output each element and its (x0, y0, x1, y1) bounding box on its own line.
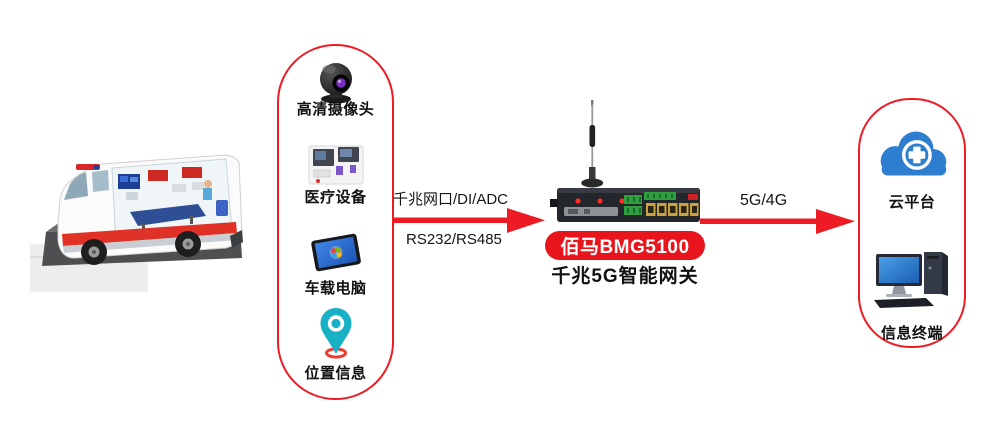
vehicle-devices-panel: 高清摄像头 医疗设备 (277, 44, 394, 400)
gateway-subtitle: 千兆5G智能网关 (551, 266, 699, 287)
cab-window (92, 170, 109, 192)
red-stripe (62, 222, 237, 246)
label-hd-camera: 高清摄像头 (296, 101, 375, 118)
gateway-model-badge: 佰马BMG5100 (545, 231, 705, 260)
medical-cloud-icon (860, 124, 964, 184)
label-vehicle-computer: 车载电脑 (304, 280, 367, 297)
label-medical-equipment: 医疗设备 (304, 189, 367, 206)
wan-arrow (700, 209, 855, 234)
ethernet-ports (646, 203, 699, 216)
dome-camera-icon (279, 58, 392, 104)
vehicle-computer-icon (279, 228, 392, 276)
windshield (64, 172, 88, 200)
label-cloud-platform: 云平台 (888, 194, 936, 211)
medical-device-icon (279, 140, 392, 188)
label-info-terminal: 信息终端 (880, 325, 943, 342)
label-location-info: 位置信息 (304, 365, 367, 382)
ambulance-illustration (30, 154, 243, 292)
location-pin-icon (279, 304, 392, 362)
antenna-icon (591, 100, 594, 106)
cloud-terminal-panel: 云平台 信息终端 (858, 98, 966, 348)
wan-link-label: 5G/4G (740, 192, 788, 209)
desktop-terminal-icon (860, 248, 964, 310)
uplink-arrow (393, 208, 545, 233)
stretcher (130, 204, 206, 226)
gateway-device-illustration (550, 100, 700, 222)
uplink-bottom-label: RS232/RS485 (406, 231, 502, 248)
uplink-top-label: 千兆网口/DI/ADC (393, 191, 509, 208)
